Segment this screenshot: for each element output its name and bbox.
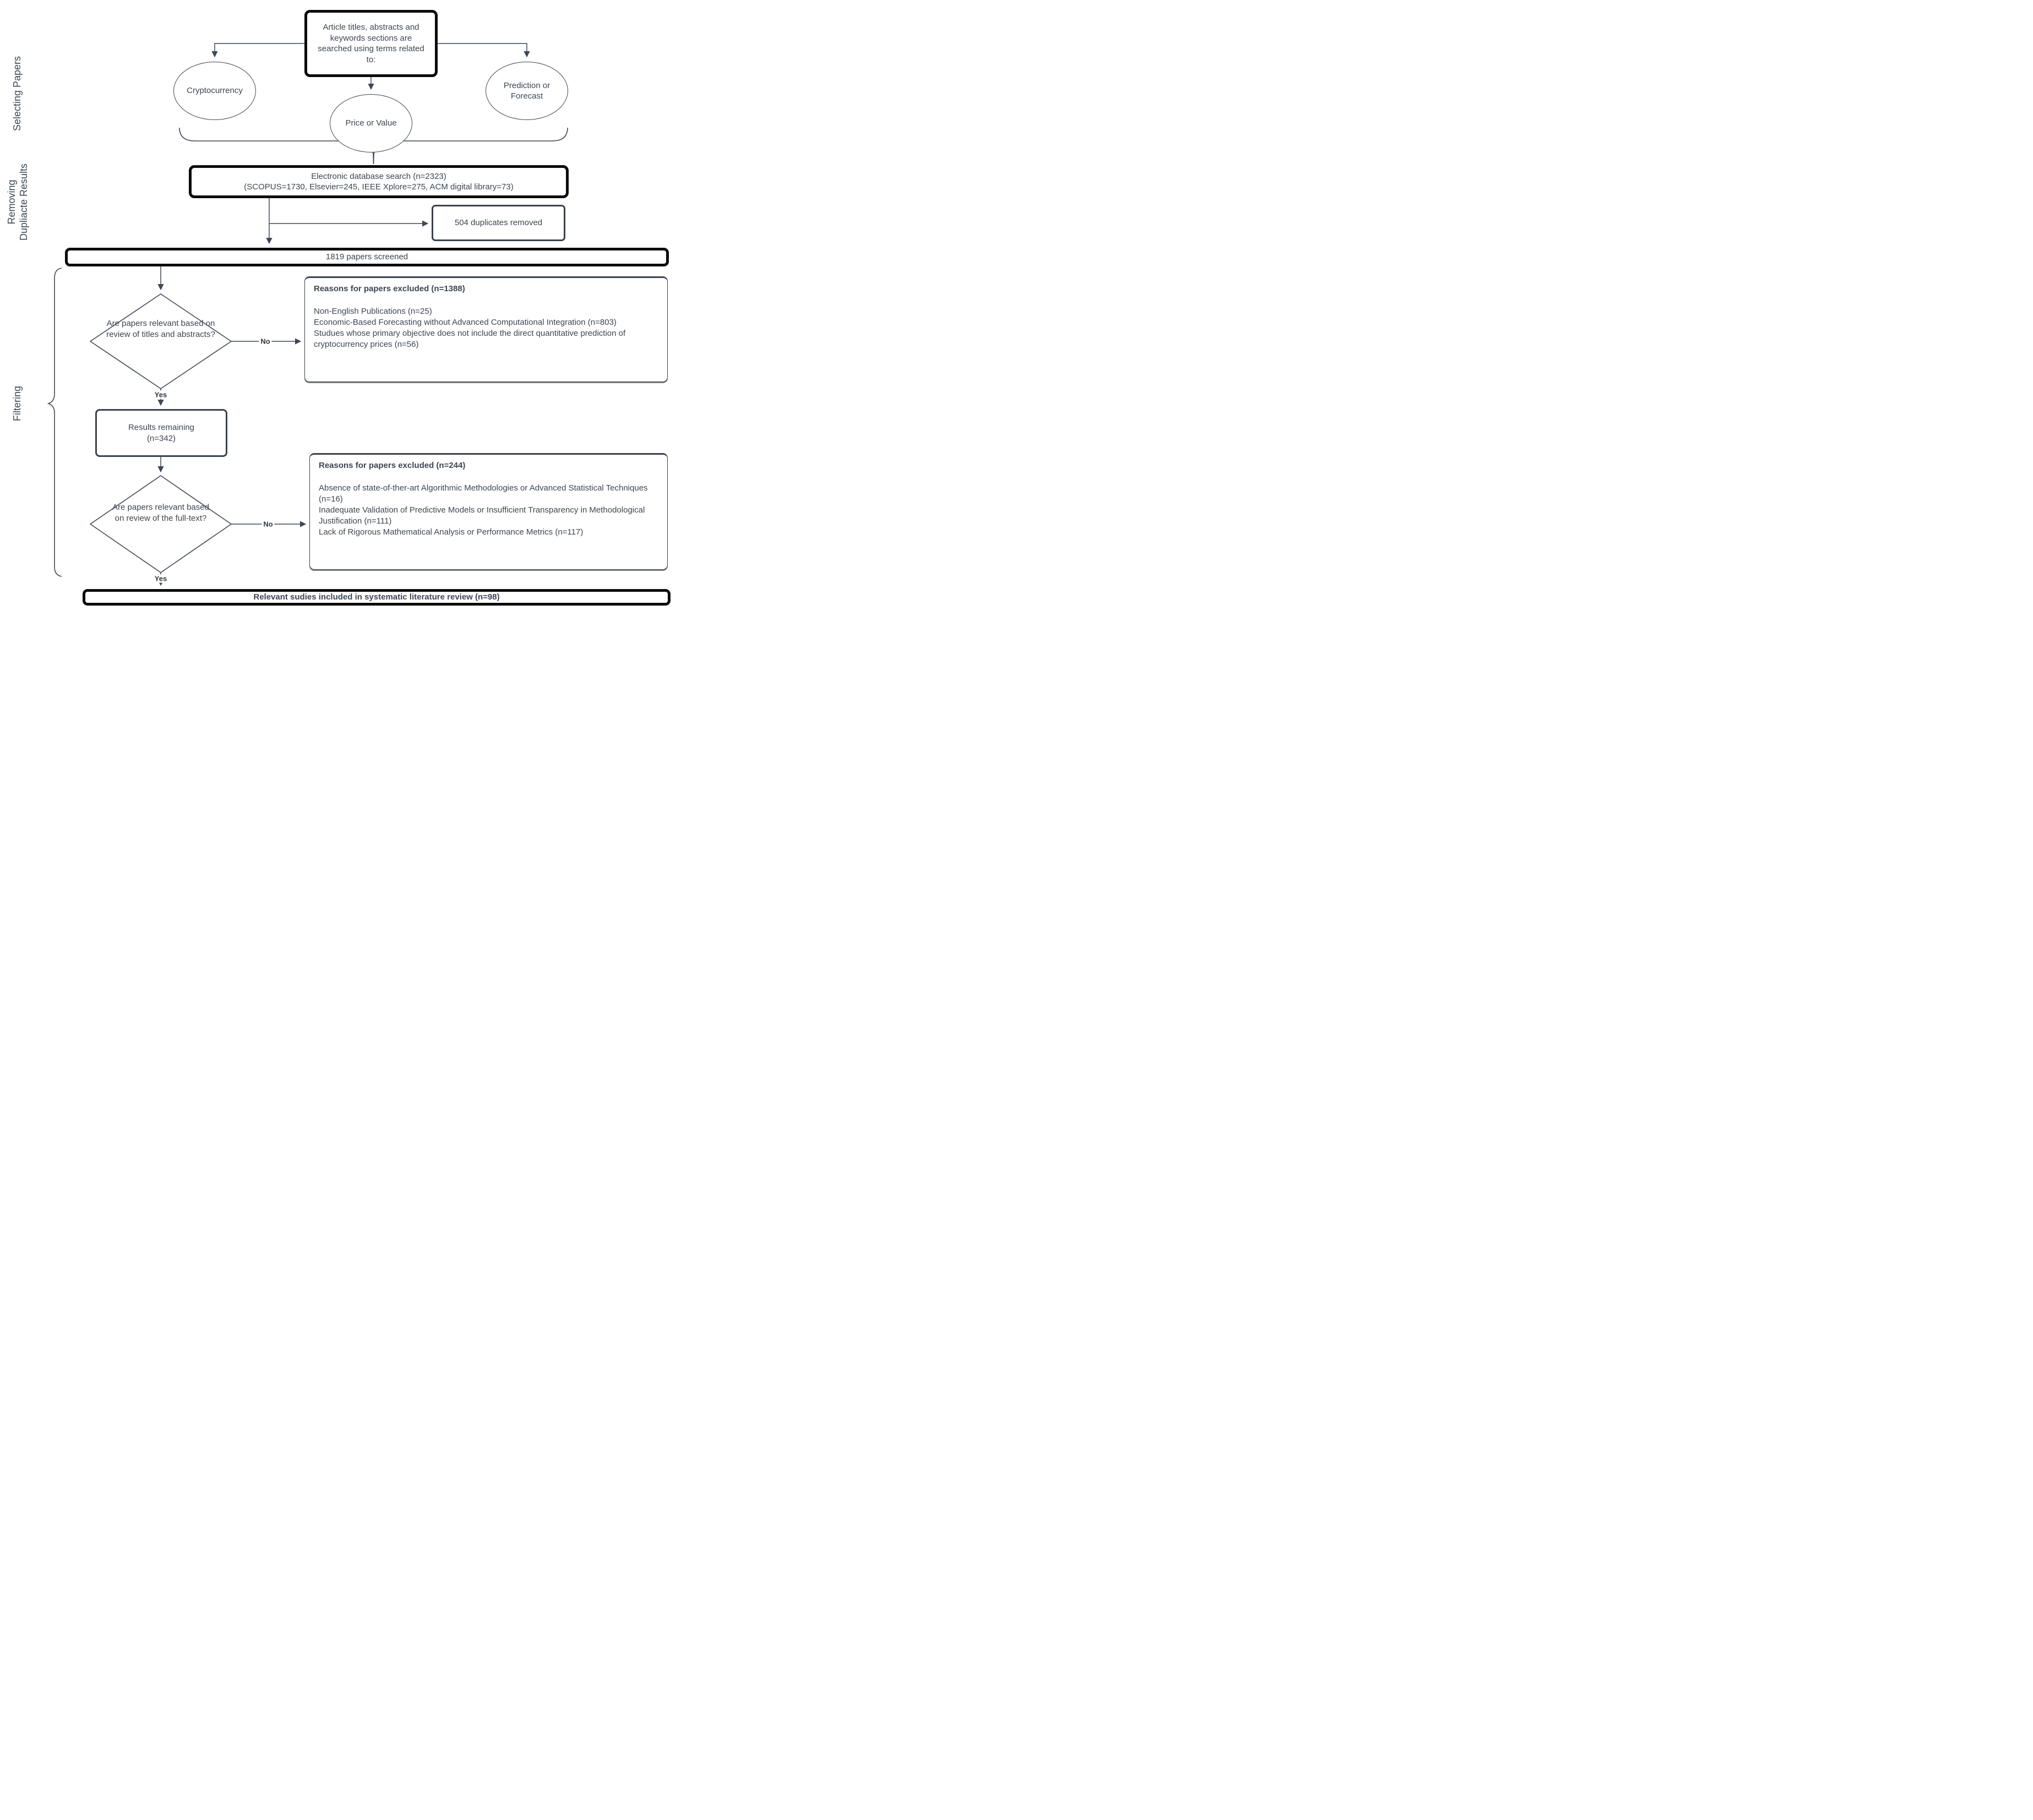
decision1-diamond <box>90 293 232 389</box>
term-ellipse-prediction-or-forecast: Prediction or Forecast <box>486 62 568 120</box>
papers-screened-bar: 1819 papers screened <box>65 248 669 266</box>
excluded2-title: Reasons for papers excluded (n=244) <box>319 461 466 470</box>
search-terms-box: Article titles, abstracts and keywords s… <box>304 10 438 77</box>
stage-label-removing-line1: Removing <box>6 179 17 225</box>
prisma-flowchart: Selecting Papers Removing Dupliacte Resu… <box>0 0 678 607</box>
excluded2-item: Inadequate Validation of Predictive Mode… <box>319 505 645 526</box>
stage-label-selecting-papers: Selecting Papers <box>12 56 23 132</box>
stage-label-filtering: Filtering <box>12 385 23 422</box>
decision1-label: Are papers relevant based on review of t… <box>106 319 215 339</box>
connector-layer <box>47 43 568 586</box>
term-ellipse-price-or-value: Price or Value <box>330 94 412 152</box>
no1-label: No <box>259 337 272 346</box>
results-remaining-line2: (n=342) <box>146 433 176 443</box>
stage-label-removing-line2: Dupliacte Results <box>18 163 29 241</box>
papers-screened-label: 1819 papers screened <box>325 252 408 262</box>
arrow-to-cryptocurrency <box>211 43 304 58</box>
excluded1-title: Reasons for papers excluded (n=1388) <box>314 284 465 293</box>
excluded-reasons-box-1: Reasons for papers excluded (n=1388) Non… <box>304 276 668 382</box>
database-search-line1: Electronic database search (n=2323) <box>311 171 446 181</box>
yes2-label: Yes <box>152 574 169 583</box>
duplicates-removed-box: 504 duplicates removed <box>432 205 565 241</box>
arrow-to-prediction <box>438 43 530 58</box>
excluded1-item: Economic-Based Forecasting without Advan… <box>314 318 617 328</box>
excluded1-item: Non-English Publications (n=25) <box>314 307 432 317</box>
term-ellipse-cryptocurrency: Cryptocurrency <box>173 62 256 120</box>
no2-label: No <box>261 520 275 528</box>
stage-label-removing-duplicates: Removing Dupliacte Results <box>6 161 30 243</box>
database-search-box: Electronic database search (n=2323) (SCO… <box>189 165 569 198</box>
results-remaining-line1: Results remaining <box>128 423 195 432</box>
decision2-label: Are papers relevant based on review of t… <box>112 503 209 523</box>
filtering-brace <box>47 268 62 577</box>
excluded1-item: Studues whose primary objective does not… <box>314 329 626 350</box>
excluded-reasons-box-2: Reasons for papers excluded (n=244) Abse… <box>309 453 668 570</box>
yes1-label: Yes <box>152 390 169 399</box>
excluded2-item: Lack of Rigorous Mathematical Analysis o… <box>319 527 584 537</box>
decision2-diamond <box>90 475 232 573</box>
included-studies-bar: Relevant sudies included in systematic l… <box>83 589 671 606</box>
excluded2-item: Absence of state-of-ther-art Algorithmic… <box>319 483 648 504</box>
included-studies-label: Relevant sudies included in systematic l… <box>253 592 500 602</box>
results-remaining-box: Results remaining (n=342) <box>95 409 227 457</box>
database-search-line2: (SCOPUS=1730, Elsevier=245, IEEE Xplore=… <box>244 182 514 192</box>
